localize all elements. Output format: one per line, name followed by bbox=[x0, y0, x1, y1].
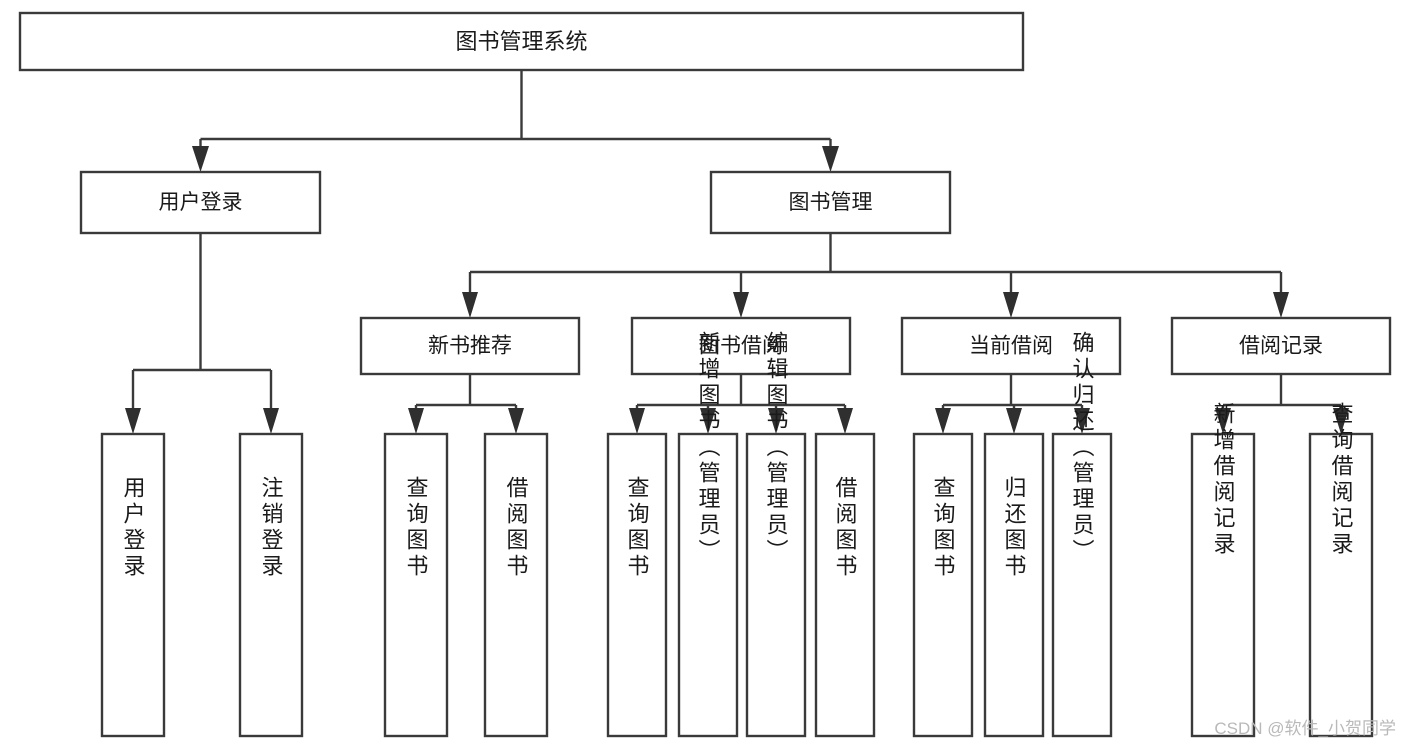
node-book-manage-label: 图书管理 bbox=[789, 191, 873, 214]
arrow-head-icon bbox=[508, 408, 524, 434]
node-leaf-query-borrow-record[interactable]: 查询借阅记录 bbox=[1308, 402, 1374, 738]
node-leaf-add-book-admin-box[interactable] bbox=[677, 432, 739, 738]
node-leaf-query-borrow-record-box[interactable] bbox=[1308, 432, 1374, 738]
node-leaf-edit-book-admin[interactable]: 编辑图书（管理员） bbox=[745, 331, 807, 738]
node-current-borrow[interactable]: 当前借阅 bbox=[900, 316, 1122, 376]
arrow-head-icon bbox=[768, 408, 784, 434]
arrow-head-icon bbox=[125, 408, 141, 434]
arrow-head-icon bbox=[822, 146, 839, 172]
node-root[interactable]: 图书管理系统 bbox=[18, 11, 1025, 72]
node-leaf-add-borrow-record-box[interactable] bbox=[1190, 432, 1256, 738]
node-leaf-confirm-return-admin-label: 确认归还（管理员） bbox=[1070, 331, 1095, 565]
node-book-borrow[interactable]: 图书借阅 bbox=[630, 316, 852, 376]
arrow-head-icon bbox=[408, 408, 424, 434]
arrow-head-icon bbox=[1074, 408, 1090, 434]
node-new-book-recommend[interactable]: 新书推荐 bbox=[359, 316, 581, 376]
node-root-label: 图书管理系统 bbox=[455, 29, 587, 54]
node-leaf-user-login-label: 用户登录 bbox=[121, 476, 146, 580]
node-leaf-query-book-2[interactable]: 查询图书 bbox=[606, 432, 668, 738]
node-book-manage-box[interactable] bbox=[709, 170, 952, 235]
arrow-head-icon bbox=[462, 292, 478, 318]
node-leaf-user-logout-box[interactable] bbox=[238, 432, 304, 738]
node-leaf-query-book-3-label: 查询图书 bbox=[931, 476, 956, 580]
node-leaf-query-book-2-label: 查询图书 bbox=[625, 476, 650, 580]
arrow-head-icon bbox=[935, 408, 951, 434]
node-leaf-user-login[interactable]: 用户登录 bbox=[100, 432, 166, 738]
node-leaf-query-book-1-box[interactable] bbox=[383, 432, 449, 738]
arrow-head-icon bbox=[700, 408, 716, 434]
node-book-manage[interactable]: 图书管理 bbox=[709, 170, 952, 235]
arrow-head-icon bbox=[1006, 408, 1022, 434]
node-borrow-record[interactable]: 借阅记录 bbox=[1170, 316, 1392, 376]
node-current-borrow-label: 当前借阅 bbox=[969, 335, 1053, 358]
node-user-login-label: 用户登录 bbox=[159, 191, 243, 214]
arrow-head-icon bbox=[1333, 408, 1349, 434]
node-leaf-query-book-3[interactable]: 查询图书 bbox=[912, 432, 974, 738]
node-leaf-borrow-book-2-box[interactable] bbox=[814, 432, 876, 738]
node-leaf-return-book[interactable]: 归还图书 bbox=[983, 432, 1045, 738]
node-leaf-query-book-1-label: 查询图书 bbox=[404, 476, 429, 580]
node-leaf-borrow-book-2-label: 借阅图书 bbox=[833, 476, 858, 580]
node-leaf-add-book-admin[interactable]: 新增图书（管理员） bbox=[677, 331, 739, 738]
arrow-head-icon bbox=[1003, 292, 1019, 318]
node-root-box[interactable] bbox=[18, 11, 1025, 72]
node-user-login[interactable]: 用户登录 bbox=[79, 170, 322, 235]
arrow-head-icon bbox=[1215, 408, 1231, 434]
arrow-head-icon bbox=[1273, 292, 1289, 318]
node-book-borrow-box[interactable] bbox=[630, 316, 852, 376]
watermark: CSDN @软件_小贺同学 bbox=[1214, 719, 1396, 738]
arrow-head-icon bbox=[263, 408, 279, 434]
node-new-book-recommend-label: 新书推荐 bbox=[428, 335, 512, 358]
node-leaf-borrow-book-1[interactable]: 借阅图书 bbox=[483, 432, 549, 738]
node-leaf-borrow-book-1-label: 借阅图书 bbox=[504, 476, 529, 580]
node-borrow-record-box[interactable] bbox=[1170, 316, 1392, 376]
node-leaf-confirm-return-admin[interactable]: 确认归还（管理员） bbox=[1051, 331, 1113, 738]
node-new-book-recommend-box[interactable] bbox=[359, 316, 581, 376]
node-leaf-edit-book-admin-box[interactable] bbox=[745, 432, 807, 738]
node-leaf-add-borrow-record[interactable]: 新增借阅记录 bbox=[1190, 402, 1256, 738]
arrow-head-icon bbox=[629, 408, 645, 434]
node-leaf-confirm-return-admin-box[interactable] bbox=[1051, 432, 1113, 738]
node-current-borrow-box[interactable] bbox=[900, 316, 1122, 376]
node-user-login-box[interactable] bbox=[79, 170, 322, 235]
node-leaf-query-borrow-record-label: 查询借阅记录 bbox=[1329, 402, 1354, 558]
node-leaf-add-borrow-record-label: 新增借阅记录 bbox=[1211, 402, 1236, 558]
node-leaf-edit-book-admin-label: 编辑图书（管理员） bbox=[764, 331, 789, 565]
node-leaf-return-book-box[interactable] bbox=[983, 432, 1045, 738]
node-leaf-borrow-book-1-box[interactable] bbox=[483, 432, 549, 738]
node-leaf-query-book-2-box[interactable] bbox=[606, 432, 668, 738]
node-leaf-user-logout-label: 注销登录 bbox=[259, 476, 284, 580]
node-leaf-borrow-book-2[interactable]: 借阅图书 bbox=[814, 432, 876, 738]
node-book-borrow-label: 图书借阅 bbox=[699, 335, 783, 358]
node-borrow-record-label: 借阅记录 bbox=[1239, 335, 1323, 358]
node-leaf-query-book-3-box[interactable] bbox=[912, 432, 974, 738]
node-leaf-user-login-box[interactable] bbox=[100, 432, 166, 738]
node-leaf-return-book-label: 归还图书 bbox=[1002, 476, 1027, 580]
arrow-head-icon bbox=[192, 146, 209, 172]
node-leaf-user-logout[interactable]: 注销登录 bbox=[238, 432, 304, 738]
arrow-head-icon bbox=[733, 292, 749, 318]
connector-layer bbox=[125, 70, 1349, 434]
arrow-head-icon bbox=[837, 408, 853, 434]
node-leaf-query-book-1[interactable]: 查询图书 bbox=[383, 432, 449, 738]
node-leaf-add-book-admin-label: 新增图书（管理员） bbox=[696, 331, 721, 565]
